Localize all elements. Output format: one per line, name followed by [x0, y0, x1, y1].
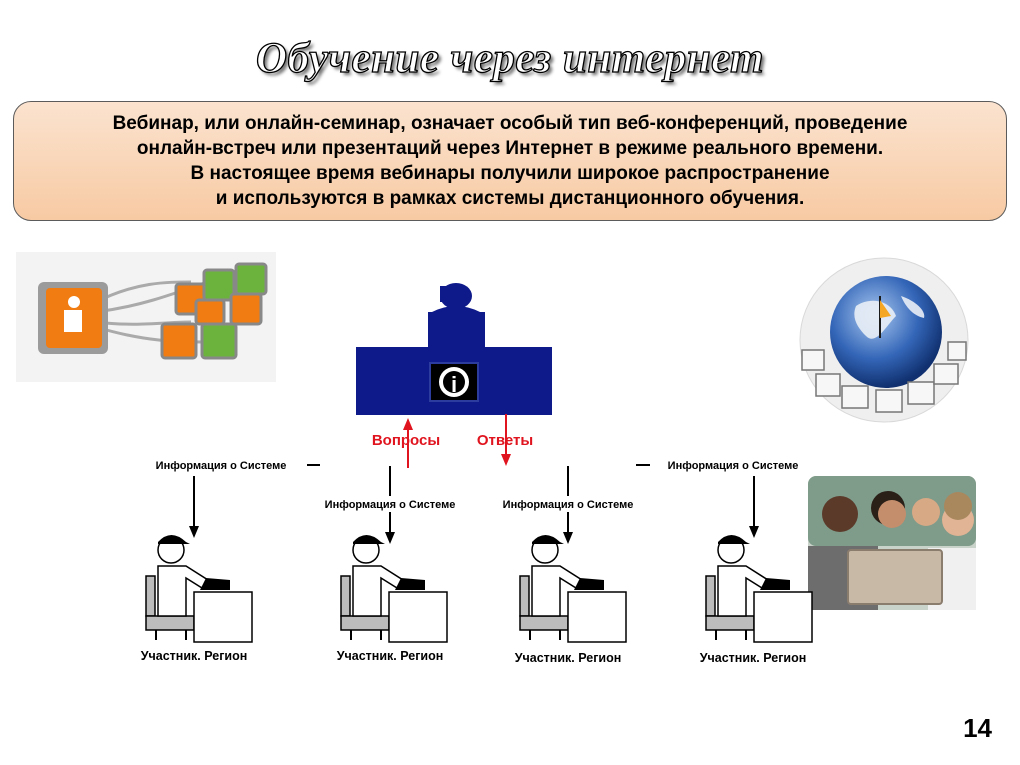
participant-figure	[519, 534, 627, 643]
monitor-ring	[801, 341, 967, 413]
presenter	[356, 283, 552, 415]
participant-figure	[145, 534, 253, 643]
answers-label: Ответы	[477, 432, 533, 449]
participant-figure	[705, 534, 813, 643]
participant-label: Участник. Регион	[141, 649, 248, 663]
participant-label: Участник. Регион	[515, 651, 622, 665]
participant-label: Участник. Регион	[337, 649, 444, 663]
small-computer-icon	[160, 262, 268, 360]
slide-title: Обучение через интернет	[255, 34, 765, 82]
globe-illustration	[799, 257, 969, 423]
laptop-icon	[847, 549, 943, 605]
intro-line: Вебинар, или онлайн-семинар, означает ос…	[112, 113, 908, 134]
computer-network-illustration	[16, 252, 276, 382]
intro-box: Вебинар, или онлайн-семинар, означает ос…	[13, 101, 1007, 221]
participant-label: Участник. Регион	[700, 651, 807, 665]
page-number: 14	[963, 713, 992, 743]
presenter-badge: i	[451, 372, 457, 397]
info-label: Информация о Системе	[503, 499, 634, 511]
participant-figure	[340, 534, 448, 643]
questions-label: Вопросы	[372, 432, 440, 449]
info-label: Информация о Системе	[668, 460, 799, 472]
intro-line: В настоящее время вебинары получили широ…	[190, 163, 830, 184]
intro-line: онлайн-встреч или презентаций через Инте…	[136, 138, 884, 159]
intro-line: и используются в рамках системы дистанци…	[215, 188, 805, 209]
info-label: Информация о Системе	[325, 499, 456, 511]
group-photo-illustration	[808, 476, 976, 610]
big-computer-icon	[38, 282, 108, 354]
info-label: Информация о Системе	[156, 460, 287, 472]
